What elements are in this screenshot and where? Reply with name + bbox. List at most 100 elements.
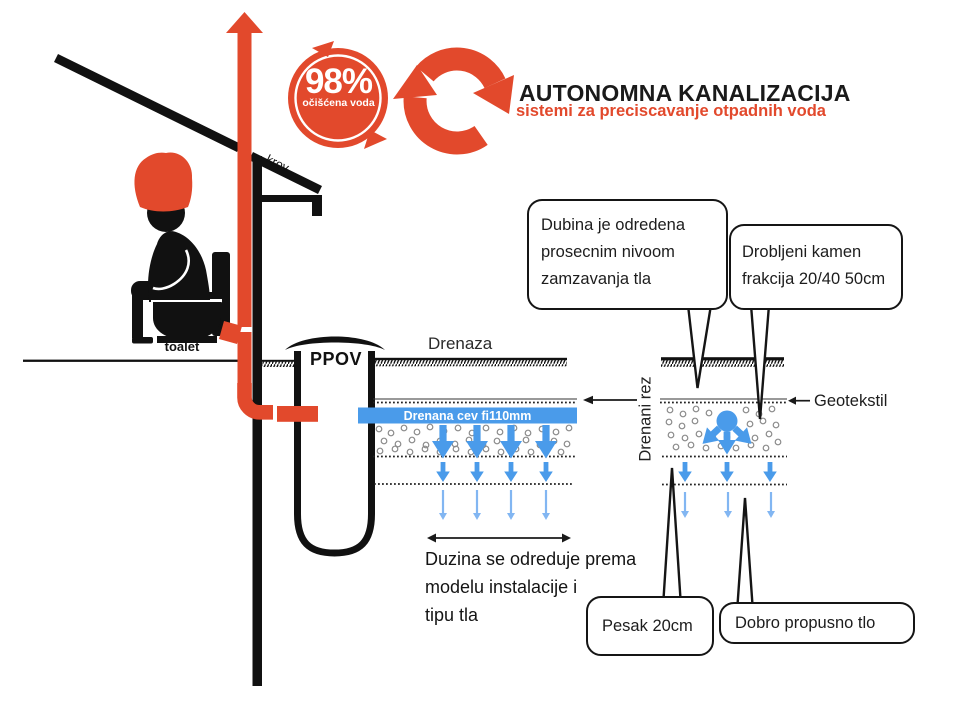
ground-line [374,357,567,361]
down-arrow-icon [432,425,454,459]
seep-arrow-icon [507,513,515,520]
seep-arrow-icon [439,513,447,520]
gravel-stone [387,429,395,437]
gravel-stone [391,445,399,453]
down-arrow-icon [763,462,777,482]
callout-sand: Pesak 20cm [586,596,714,656]
person-foot [132,337,153,344]
gravel-stone [672,443,680,451]
down-arrow-icon [678,462,692,482]
seep-arrow-icon [542,513,550,520]
gravel-stone [768,405,776,413]
length-note-line: Duzina se odreduje prema [425,549,637,569]
seep-arrow-icon [767,511,775,518]
radial-arrow-icon [718,431,736,455]
ground-line [661,357,784,361]
gravel-stone [400,424,408,432]
gravel-stone [527,448,535,456]
length-note-line: modelu instalacije i [425,577,578,597]
callout-line: zamzavanja tla [541,270,652,288]
badge-arrow-icon [364,130,387,149]
seep-arrow-icon [681,511,689,518]
gravel-stone [774,438,782,446]
callout-tail [662,467,682,601]
gravel-stone [665,418,673,426]
badge-label: očišćena voda [302,97,375,109]
callout-permeable-soil: Dobro propusno tlo [719,602,915,644]
gravel-stone [746,420,754,428]
callout-depth: Dubina je odredena prosecnim nivoom zamz… [527,199,728,310]
length-note-line: tipu tla [425,605,479,625]
badge-disc [288,48,388,148]
ppov-tank [285,336,385,557]
gravel-stone [422,441,430,449]
seepage-arrows [432,425,777,520]
recycle-logo [393,47,514,155]
down-arrow-icon [500,425,522,459]
arrowhead-icon [427,533,436,543]
logo-arrowhead-icon [393,65,437,99]
tank-label: PPOV [309,349,363,369]
gravel-stone [751,434,759,442]
gravel-stone [765,430,773,438]
logo-arrowhead-icon [473,75,514,114]
gravel-stone [702,444,710,452]
tank-lid [285,336,385,350]
eave [253,195,322,202]
ground-hatch [262,361,294,367]
gravel-stone [497,448,505,456]
gravel-stone [772,421,780,429]
gravel-stone [482,445,490,453]
eave-stub [312,199,322,216]
drainage-label: Drenaza [428,334,493,353]
callout-line: frakcija 20/40 50cm [742,270,886,288]
person-torso [147,231,210,300]
pipe-circle [716,410,738,432]
gravel-stone [557,448,565,456]
callout-line: Drobljeni kamen [742,243,862,261]
person-hat [134,152,193,212]
gravel-stone [691,417,699,425]
geotextile-label: Geotekstil [814,392,888,410]
gravel-stone [406,448,414,456]
pipe-cross-section [702,410,752,455]
gravel-stone [408,436,416,444]
badge-arrow-icon [312,41,334,57]
logo-arc [416,47,506,89]
person-shin [132,288,143,338]
badge-98 [288,41,388,149]
callout-line: Dobro propusno tlo [735,613,876,632]
gravel-stone [493,437,501,445]
layer-lines [373,398,787,486]
roof-line [54,53,241,153]
arrowhead-icon [583,395,593,405]
vent-pipe [237,332,252,385]
badge-ring [294,54,382,142]
down-arrow-icon [466,425,488,459]
gravel-stone [762,444,770,452]
gravel-stone [759,417,767,425]
page-title: AUTONOMNA KANALIZACIJA [519,80,851,106]
gravel-stone [692,405,700,413]
gravel-stone [732,444,740,452]
gravel-stone [563,440,571,448]
toilet-label: toalet [164,339,200,354]
sewage-pipe [226,12,318,422]
radial-arrow-icon [702,425,722,444]
gravel-stone [413,428,421,436]
gravel-stone [426,423,434,431]
gravel-stone [705,409,713,417]
gravel-stone [679,410,687,418]
gravel-stone [394,440,402,448]
house-section [23,53,322,686]
down-arrow-icon [504,462,518,482]
tank-inlet-pipe [277,406,318,422]
person-on-toilet [131,152,242,344]
arrowhead-icon [562,533,571,543]
callout-line: Dubina je odredena [541,216,686,234]
gravel-stone [454,424,462,432]
drain-pipe-bar [358,407,577,424]
gravel-stone [552,428,560,436]
measure-arrows [427,395,810,543]
